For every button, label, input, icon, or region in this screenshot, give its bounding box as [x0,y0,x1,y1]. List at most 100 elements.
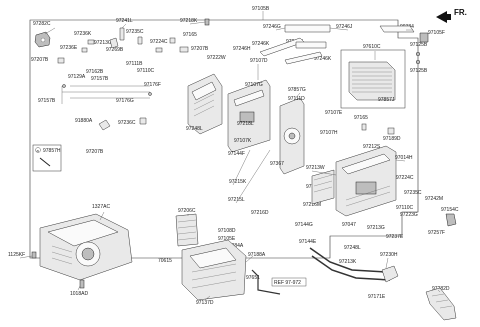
legend-circle-a: a [37,148,40,153]
clip-97236K [57,39,95,64]
label-97107E: 97107E [325,110,343,116]
leader-lines [19,21,441,301]
label-97236K: 97236K [74,31,92,37]
label-97129A: 97129A [68,74,86,80]
pipe-97213K [309,247,399,283]
label-97111B: 97111B [126,61,143,67]
label-97216M: 97216M [303,202,321,208]
label-97213W: 97213W [306,165,325,171]
label-97857G: 97857G [288,87,306,93]
filter-box-97610C [340,49,406,109]
label-97157B-b: 97157B [38,98,56,104]
label-97651: 97651 [246,275,260,281]
label-97108D: 97108D [218,228,236,234]
label-97176G: 97176G [116,98,134,104]
bolt-1018AD [31,251,85,289]
label-1125KF: 1125KF [8,252,25,258]
label-97236E: 97236E [60,45,78,51]
small-parts-97189D [361,123,395,135]
label-97224C-a: 97224C [150,39,168,45]
middle-case-housing [227,79,271,153]
label-97857J: 97857J [378,97,395,103]
label-97282C: 97282C [33,21,51,27]
label-97213G-b: 97213G [367,225,385,231]
label-97137D: 97137D [196,300,214,306]
label-97144G: 97144G [295,222,313,228]
label-97235C-b: 97235C [404,190,422,196]
label-97125B-b: 97125B [410,68,428,74]
label-97176F: 97176F [144,82,161,88]
label-97215L: 97215L [228,197,245,203]
label-97014H: 97014H [395,155,413,161]
blower-unit [39,213,133,281]
front-arrow-icon [436,11,451,23]
label-97367: 97367 [270,161,284,167]
right-case-housing [335,145,397,217]
label-97207B-b: 97207B [191,46,209,52]
front-direction-label: FR. [454,8,467,17]
label-97610C: 97610C [363,44,381,50]
label-ref-97-972: REF 97-972 [274,280,301,286]
seal-strips-top [284,24,429,43]
legend-box-97857H: a 97857H [32,144,62,172]
label-97206C: 97206C [178,208,196,214]
label-97246J: 97246J [336,24,353,30]
label-97047: 97047 [342,222,356,228]
label-97216D: 97216D [251,210,269,216]
actuator-97154C [445,213,457,227]
label-97269B: 97269B [106,47,124,53]
label-97246K-a: 97246K [252,41,270,47]
label-97107H: 97107H [320,130,338,136]
label-97154C: 97154C [441,207,459,213]
label-97218K: 97218K [180,18,198,24]
label-97218L: 97218L [237,121,254,127]
seal-strips-middle [259,37,327,65]
center-case-housing [279,97,305,175]
label-97144E: 97144E [299,239,317,245]
label-97165-a: 97165 [183,32,197,38]
left-case-housing [187,73,223,135]
label-97230H: 97230H [380,252,398,258]
label-97224C-b: 97224C [396,175,414,181]
label-97171E: 97171E [368,294,386,300]
label-97237E: 97237E [386,234,404,240]
label-97110C-a: 97110C [137,68,155,74]
label-97257F: 97257F [428,230,445,236]
label-1018AD: 1018AD [70,291,88,297]
duct-97137D [181,239,247,301]
wire-clip-91880A [98,117,147,131]
screw-97125B [415,51,421,65]
label-97246H: 97246H [233,46,251,52]
label-91880A: 91880A [75,118,93,124]
label-97110C-b: 97110C [396,205,414,211]
label-97246K-c: 97246K [314,56,332,62]
hose-97651 [251,269,281,295]
label-97188A: 97188A [248,252,266,258]
label-97189D: 97189D [383,136,401,142]
label-70615: 70615 [158,258,172,264]
label-97107D: 97107D [250,58,268,64]
label-97215K: 97215K [229,179,247,185]
label-97223G: 97223G [400,212,418,218]
label-97105E: 97105E [218,236,236,242]
label-97105B: 97105B [252,6,270,12]
lower-case-97206C [175,213,199,247]
label-97105F: 97105F [428,30,445,36]
label-97165-b: 97165 [354,115,368,121]
duct-97282D [425,287,457,321]
label-97235C: 97235C [126,29,144,35]
label-97241L: 97241L [116,18,133,24]
lever-parts-group-a [109,27,143,49]
label-97157B-a: 97157B [91,76,109,82]
label-97144F: 97144F [228,151,245,157]
label-97111D: 97111D [288,96,305,102]
label-97222W: 97222W [207,55,226,61]
label-1327AC: 1327AC [92,204,110,210]
label-97248L-a: 97248L [186,126,203,132]
heater-core-97216M [311,169,335,205]
label-97213G-a: 97213G [94,40,112,46]
duct-piece-97282C [34,31,51,48]
label-97248L-b: 97248L [344,245,361,251]
small-parts-97218K [155,18,210,53]
